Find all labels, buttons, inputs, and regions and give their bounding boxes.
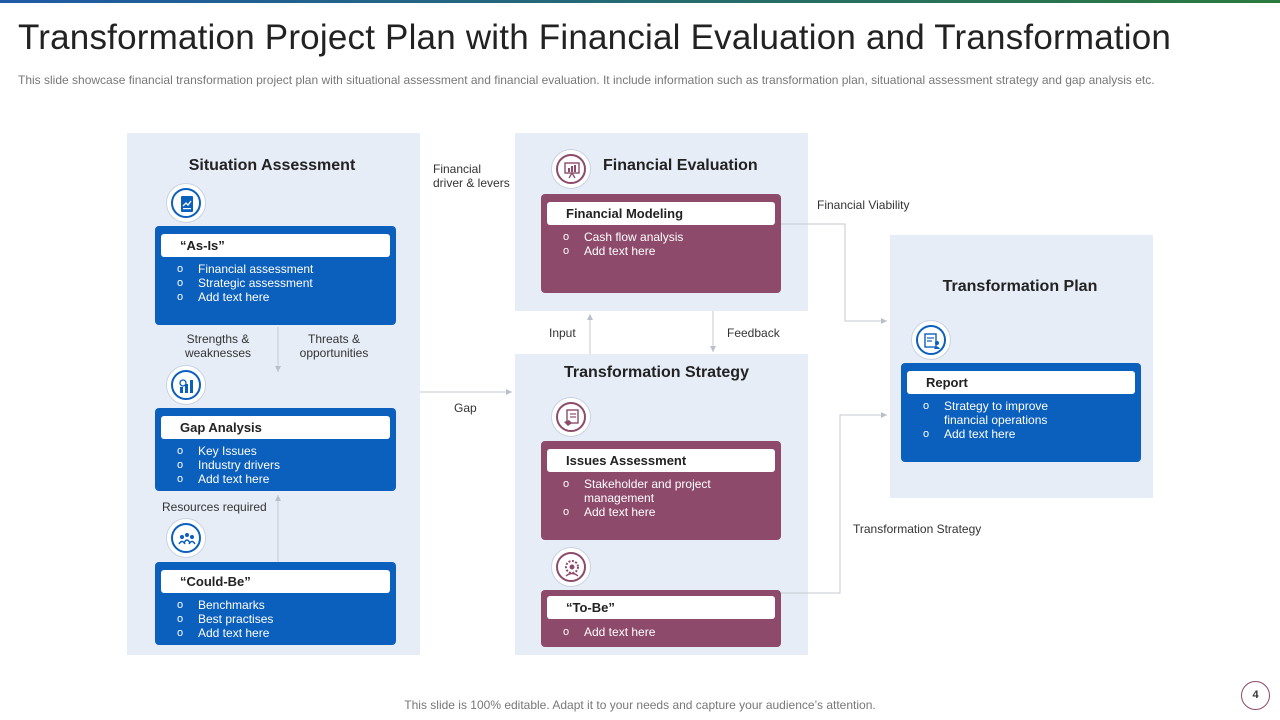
issues-assessment-list: Stakeholder and project management Add t… [563,477,773,519]
list-item: Add text here [563,625,773,639]
list-item: Key Issues [177,444,388,458]
list-item: Add text here [923,427,1133,441]
report-title: Report [907,371,1135,394]
could-be-list: Benchmarks Best practises Add text here [177,598,388,640]
resources-required-label: Resources required [162,500,267,514]
issues-assessment-title: Issues Assessment [547,449,775,472]
feedback-label: Feedback [727,326,780,340]
as-is-title: “As-Is” [161,234,390,257]
gap-analysis-card: Gap Analysis Key Issues Industry drivers… [155,408,396,491]
list-item: Best practises [177,612,388,626]
top-accent-line [0,0,1280,3]
list-item: Financial assessment [177,262,388,276]
checklist-hand-icon [551,397,591,437]
list-item: Add text here [563,244,773,258]
issues-assessment-card: Issues Assessment Stakeholder and projec… [541,441,781,540]
input-label: Input [549,326,576,340]
team-icon [166,518,206,558]
list-item: Stakeholder and project management [563,477,734,505]
gap-analysis-list: Key Issues Industry drivers Add text her… [177,444,388,486]
to-be-list: Add text here [563,625,773,639]
to-be-title: “To-Be” [547,596,775,619]
transformation-strategy-title: Transformation Strategy [564,364,749,381]
list-item: Add text here [177,290,388,304]
could-be-card: “Could-Be” Benchmarks Best practises Add… [155,562,396,645]
to-be-card: “To-Be” Add text here [541,590,781,647]
list-item: Add text here [177,472,388,486]
financial-modeling-title: Financial Modeling [547,202,775,225]
gap-analysis-title: Gap Analysis [161,416,390,439]
gap-label: Gap [454,401,477,415]
list-item: Strategy to improve financial operations [923,399,1069,427]
transformation-plan-title: Transformation Plan [942,278,1098,295]
report-list: Strategy to improve financial operations… [923,399,1133,441]
list-item: Cash flow analysis [563,230,773,244]
as-is-list: Financial assessment Strategic assessmen… [177,262,388,304]
threats-opportunities-label: Threats & opportunities [299,332,369,360]
financial-viability-label: Financial Viability [817,198,910,212]
list-item: Industry drivers [177,458,388,472]
list-item: Strategic assessment [177,276,388,290]
footer-note: This slide is 100% editable. Adapt it to… [404,698,876,712]
page-number: 4 [1241,681,1270,710]
list-item: Add text here [563,505,773,519]
report-card: Report Strategy to improve financial ope… [901,363,1141,462]
bar-chart-magnifier-icon [166,365,206,405]
situation-assessment-title: Situation Assessment [188,157,356,174]
presentation-chart-icon [551,149,591,189]
strengths-weaknesses-label: Strengths & weaknesses [184,332,252,360]
page-subtitle: This slide showcase financial transforma… [18,73,1155,87]
gear-people-icon [551,547,591,587]
financial-driver-label: Financial driver & levers [433,162,510,190]
list-item: Benchmarks [177,598,388,612]
page-title: Transformation Project Plan with Financi… [18,18,1172,57]
could-be-title: “Could-Be” [161,570,390,593]
document-chart-icon [166,183,206,223]
report-person-icon [911,320,951,360]
financial-modeling-card: Financial Modeling Cash flow analysis Ad… [541,194,781,293]
transformation-strategy-label: Transformation Strategy [853,522,982,536]
financial-evaluation-title: Financial Evaluation [603,157,758,174]
financial-modeling-list: Cash flow analysis Add text here [563,230,773,258]
as-is-card: “As-Is” Financial assessment Strategic a… [155,226,396,325]
list-item: Add text here [177,626,388,640]
